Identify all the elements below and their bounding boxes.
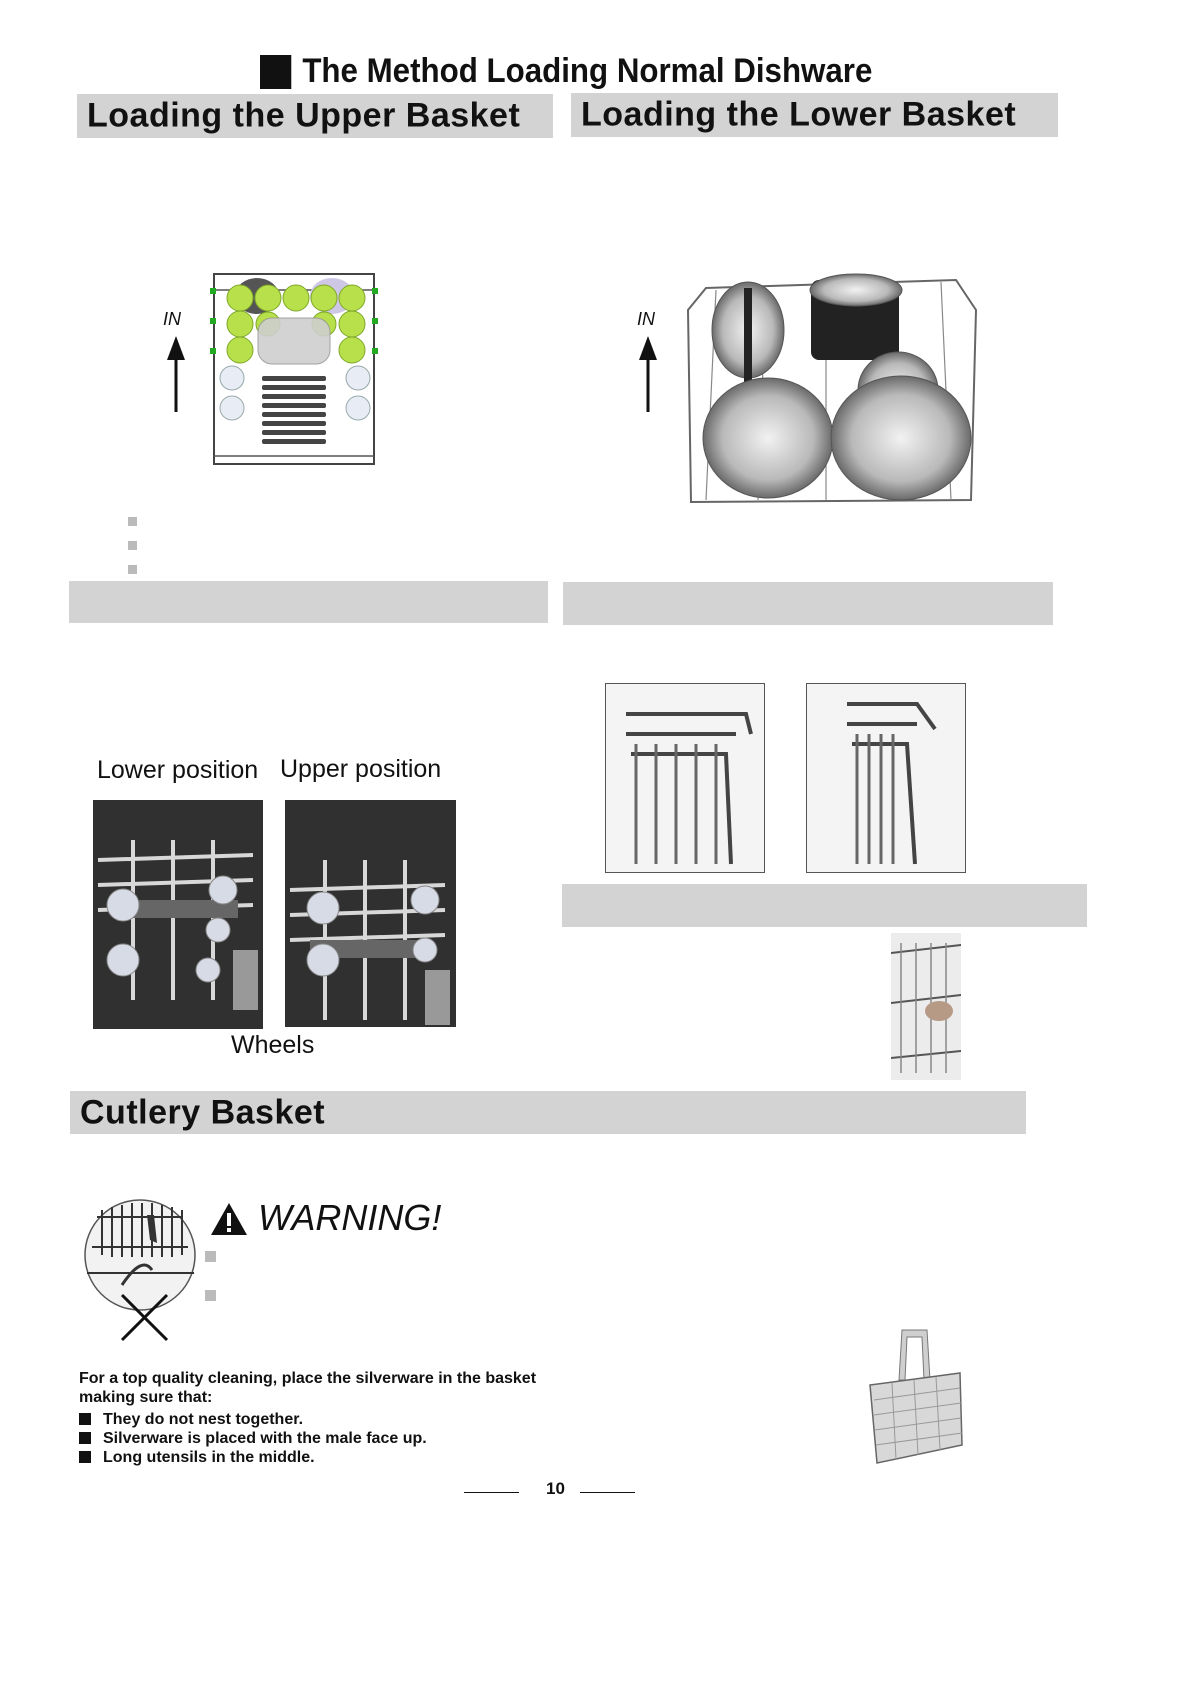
upper-basket-heading: Loading the Upper Basket xyxy=(87,96,521,135)
wrong-placement-illustration xyxy=(84,1199,196,1342)
page-title: The Method Loading Normal Dishware xyxy=(260,52,872,91)
tines-down-photo xyxy=(806,683,966,873)
warning-label: WARNING! xyxy=(258,1197,442,1238)
cutlery-bullet-2: Silverware is placed with the male face … xyxy=(79,1429,427,1449)
cutlery-basket-illustration xyxy=(869,1329,963,1464)
lower-in-arrow-icon xyxy=(639,336,657,412)
caption-wheels: Wheels xyxy=(231,1031,315,1059)
upper-basket-header: Loading the Upper Basket xyxy=(77,94,553,138)
lower-in-label: IN xyxy=(637,309,655,329)
bullet-square-icon xyxy=(128,517,137,526)
cutlery-basket-heading: Cutlery Basket xyxy=(80,1093,326,1131)
page-number-line-right xyxy=(580,1492,635,1493)
cutlery-basket-header: Cutlery Basket xyxy=(70,1091,1026,1134)
black-square-icon xyxy=(79,1451,91,1463)
upper-in-arrow-icon xyxy=(167,336,185,412)
black-square-icon xyxy=(79,1413,91,1425)
adjust-upper-header xyxy=(69,581,548,623)
cutlery-bullet-3: Long utensils in the middle. xyxy=(79,1448,315,1468)
page-number-line-left xyxy=(464,1492,519,1493)
page-number: 10 xyxy=(546,1479,565,1498)
caption-lower-position: Lower position xyxy=(97,756,259,784)
lower-basket-header: Loading the Lower Basket xyxy=(571,93,1058,137)
cutlery-bullet-1: They do not nest together. xyxy=(79,1410,303,1430)
cutlery-intro-line1: For a top quality cleaning, place the si… xyxy=(79,1370,537,1387)
upper-position-photo xyxy=(285,800,456,1027)
fold-tines-header xyxy=(563,582,1053,625)
warning-bullet-icon xyxy=(205,1251,216,1262)
cup-shelf-header xyxy=(562,884,1087,927)
bullet-square-icon xyxy=(128,541,137,550)
warning-bullet-icon xyxy=(205,1290,216,1301)
upper-in-label: IN xyxy=(163,309,181,329)
lower-basket-illustration xyxy=(686,273,978,504)
caption-upper-position: Upper position xyxy=(280,755,442,783)
lower-basket-heading: Loading the Lower Basket xyxy=(581,95,1017,134)
cup-shelf-photo xyxy=(891,933,961,1080)
cutlery-intro-line2: making sure that: xyxy=(79,1389,213,1406)
lower-position-photo xyxy=(93,800,263,1029)
black-square-icon xyxy=(79,1432,91,1444)
title-square-icon xyxy=(260,54,292,89)
warning-triangle-icon xyxy=(211,1203,247,1235)
upper-basket-illustration xyxy=(210,273,378,465)
tines-up-photo xyxy=(605,683,765,873)
bullet-square-icon xyxy=(128,565,137,574)
